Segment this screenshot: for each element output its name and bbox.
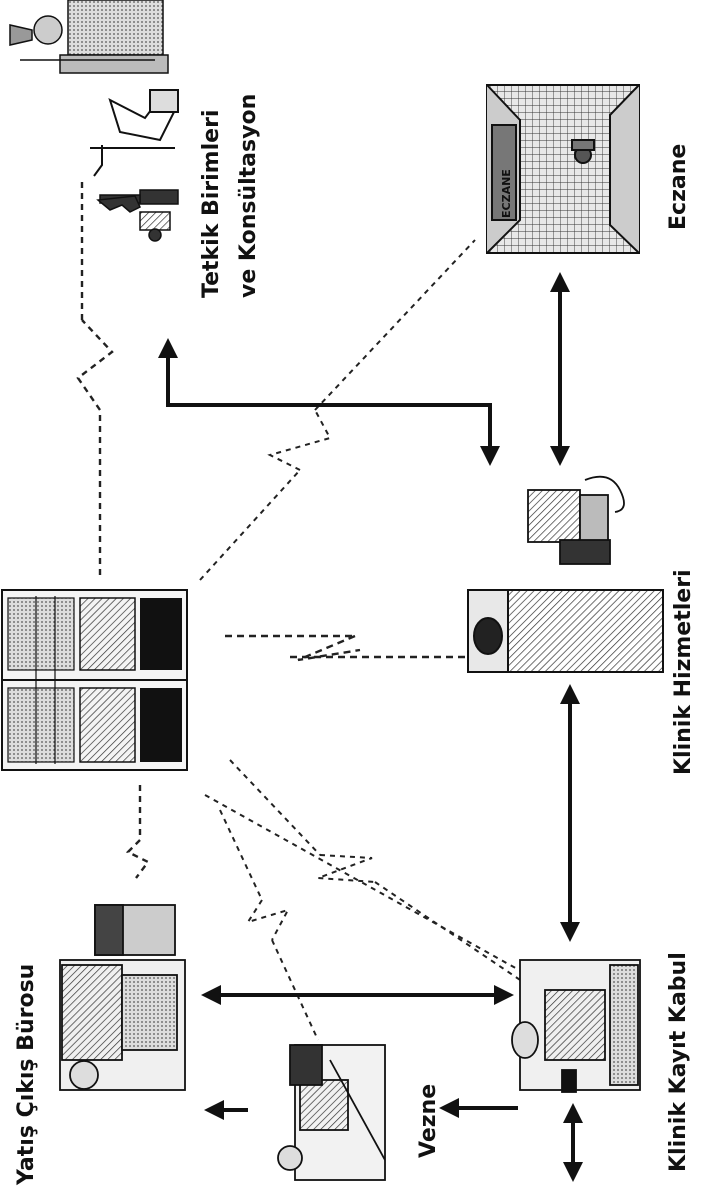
pharmacy-sign: ECZANE [500,169,513,218]
label-klinik-hizmetleri: Klinik Hizmetleri [671,569,696,775]
microscope-icon [96,189,179,242]
label-klinik-kayit: Klinik Kayıt Kabul [666,952,691,1172]
arrow-tetkik-klinik [158,338,500,466]
lab-flask-icon [90,89,179,177]
dashed-link-kayit [229,759,536,991]
dashed-link-kayit-2 [204,794,529,976]
dashed-link-vezne [219,809,319,1041]
computer-terminal-icon [527,475,625,565]
patient-bed-icon [467,589,664,673]
pharmacy-icon [486,84,640,254]
central-server-cabinet [1,589,188,771]
label-tetkik-line2: ve Konsültasyon [236,94,261,298]
consultation-doctor-icon [9,0,169,74]
label-eczane: Eczane [666,144,691,230]
registration-desk-icon [511,959,641,1093]
admissions-office-icon [59,904,186,1091]
cashier-icon [277,1044,386,1181]
dashed-link-tetkik [76,180,114,575]
label-vezne: Vezne [416,1084,441,1158]
dashed-link-klinik [225,634,465,662]
label-yatis-cikis: Yatış Çıkış Bürosu [14,964,39,1186]
dashed-link-yatis [125,785,150,879]
label-tetkik-line1: Tetkik Birimleri [199,110,224,298]
